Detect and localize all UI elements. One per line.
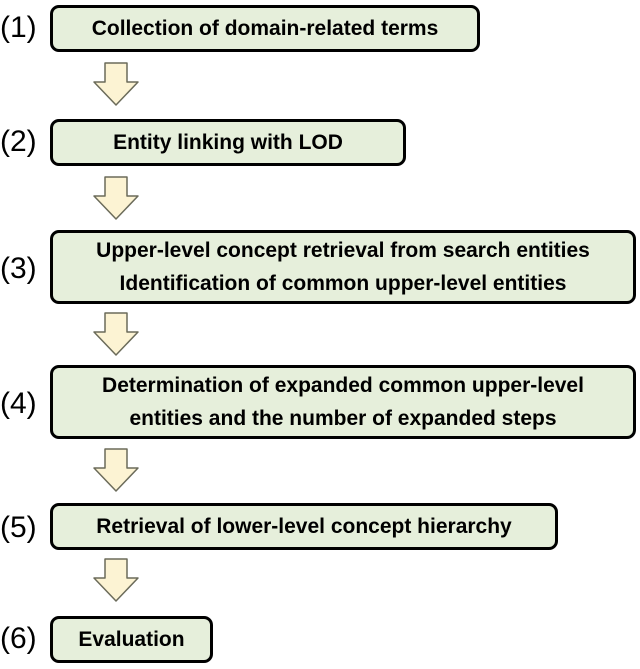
step-3-text-line-2: Identification of common upper-level ent… [119, 272, 567, 295]
step-6-text: Evaluation [78, 628, 185, 651]
step-4-text-line-2: entities and the number of expanded step… [129, 407, 557, 430]
step-5-text: Retrieval of lower-level concept hierarc… [96, 515, 512, 538]
step-4-box: Determination of expanded common upper-l… [50, 365, 636, 439]
step-3-box: Upper-level concept retrieval from searc… [50, 230, 636, 304]
step-3-number: (3) [0, 252, 37, 285]
step-5-number: (5) [0, 511, 37, 544]
down-arrow-icon [93, 176, 139, 220]
down-arrow-icon [93, 558, 139, 602]
step-4-text-line-1: Determination of expanded common upper-l… [102, 374, 584, 397]
step-2-box: Entity linking with LOD [50, 119, 406, 166]
step-4-number: (4) [0, 387, 37, 420]
step-1-box: Collection of domain-related terms [50, 5, 480, 52]
step-2-text: Entity linking with LOD [113, 131, 343, 154]
down-arrow-icon [93, 62, 139, 106]
down-arrow-icon [93, 312, 139, 356]
step-1-text: Collection of domain-related terms [91, 17, 439, 40]
step-1-number: (1) [0, 11, 37, 44]
step-6-box: Evaluation [50, 616, 213, 663]
step-5-box: Retrieval of lower-level concept hierarc… [50, 503, 558, 550]
step-6-number: (6) [0, 622, 37, 655]
step-3-text-line-1: Upper-level concept retrieval from searc… [96, 239, 590, 262]
step-2-number: (2) [0, 125, 37, 158]
down-arrow-icon [93, 448, 139, 492]
